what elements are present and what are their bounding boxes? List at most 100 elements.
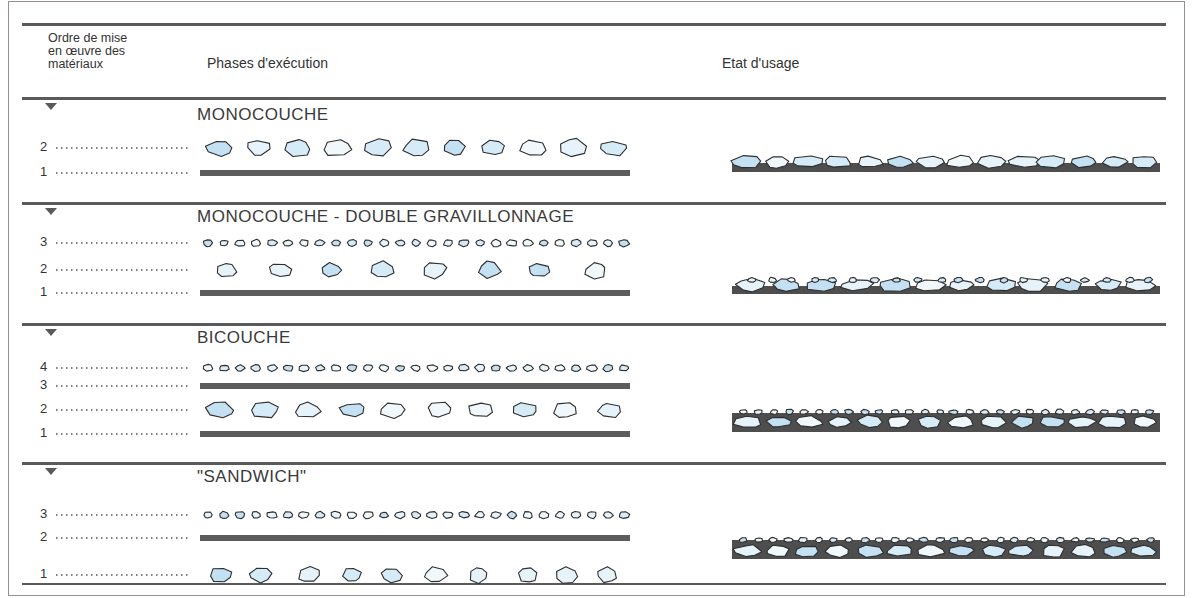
aggregate	[888, 416, 910, 428]
aggregate	[506, 240, 516, 246]
aggregate	[870, 278, 880, 283]
rule	[22, 323, 1166, 326]
section-title: MONOCOUCHE - DOUBLE GRAVILLONNAGE	[197, 208, 574, 227]
aggregate	[300, 240, 308, 247]
column-header: Ordre de mise en œuvre des matériaux	[48, 32, 140, 71]
aggregate	[283, 240, 293, 246]
aggregate	[949, 546, 974, 556]
aggregate	[235, 240, 245, 246]
aggregate	[203, 364, 212, 371]
aggregate	[1117, 410, 1126, 415]
rule	[22, 202, 1166, 205]
binder-layer	[200, 290, 630, 296]
aggregate	[949, 410, 958, 414]
aggregate	[735, 278, 764, 292]
aggregate	[315, 511, 325, 518]
aggregate	[299, 567, 320, 582]
aggregate	[1071, 156, 1096, 168]
aggregate	[347, 512, 356, 518]
aggregate	[747, 278, 756, 283]
aggregate	[235, 512, 244, 519]
aggregate	[1100, 410, 1108, 414]
aggregate	[845, 409, 854, 414]
aggregate	[459, 240, 469, 247]
aggregate	[1098, 416, 1126, 427]
aggregate	[1071, 544, 1095, 557]
aggregate	[919, 537, 928, 542]
aggregate	[444, 140, 465, 155]
aggregate	[771, 410, 778, 415]
aggregate	[1068, 417, 1097, 428]
aggregate	[1040, 538, 1048, 543]
aggregate	[1102, 157, 1128, 168]
step-number: 3	[40, 378, 47, 392]
aggregate	[347, 365, 357, 372]
aggregate	[299, 365, 309, 371]
aggregate	[506, 365, 516, 371]
aggregate	[918, 416, 941, 428]
aggregate	[425, 567, 448, 582]
aggregate	[1000, 278, 1007, 283]
aggregate	[424, 263, 447, 279]
aggregate	[831, 410, 839, 415]
binder-layer	[200, 431, 630, 437]
aggregate	[1072, 538, 1080, 542]
aggregate	[539, 512, 549, 519]
aggregate	[588, 240, 598, 247]
step-number: 1	[40, 426, 47, 440]
aggregate	[859, 156, 883, 167]
aggregate	[603, 512, 613, 518]
aggregate	[523, 512, 532, 519]
aggregate	[572, 365, 581, 371]
aggregate	[331, 365, 340, 371]
step-number: 4	[40, 360, 47, 374]
aggregate	[796, 416, 823, 428]
aggregate	[997, 410, 1005, 415]
aggregate	[523, 365, 533, 372]
aggregate	[601, 142, 627, 156]
aggregate	[825, 545, 848, 558]
aggregate	[412, 239, 420, 246]
aggregate	[299, 512, 310, 519]
aggregate	[365, 139, 392, 156]
step-number: 2	[40, 262, 47, 276]
aggregate	[364, 240, 372, 246]
aggregate	[891, 538, 899, 543]
leader-dots	[56, 537, 190, 538]
aggregate	[1081, 278, 1090, 283]
rule	[22, 583, 1166, 585]
aggregate	[754, 410, 762, 414]
aggregate	[916, 156, 944, 168]
aggregate	[252, 239, 261, 246]
aggregate	[769, 277, 777, 282]
aggregate	[555, 512, 564, 518]
aggregate	[381, 569, 402, 583]
aggregate	[812, 278, 819, 283]
aggregate	[588, 512, 596, 519]
aggregate	[396, 366, 405, 372]
aggregate	[251, 365, 260, 372]
aggregate	[482, 140, 505, 154]
aggregate	[554, 403, 577, 418]
aggregate	[557, 567, 578, 584]
aggregate	[427, 512, 437, 519]
aggregate	[1040, 417, 1064, 427]
aggregate	[411, 365, 420, 371]
aggregate	[906, 538, 914, 543]
aggregate	[555, 365, 565, 371]
aggregate	[875, 410, 883, 415]
leader-dots	[56, 292, 190, 293]
aggregate	[786, 409, 793, 414]
leader-dots	[56, 147, 190, 148]
aggregate	[1041, 278, 1050, 283]
step-number: 1	[40, 165, 47, 179]
aggregate	[603, 365, 613, 372]
rule	[22, 97, 1166, 100]
aggregate	[620, 365, 629, 371]
rule	[22, 462, 1166, 465]
step-number: 1	[40, 567, 47, 581]
aggregate	[285, 140, 310, 157]
section-marker	[45, 208, 57, 215]
step-number: 2	[40, 140, 47, 154]
